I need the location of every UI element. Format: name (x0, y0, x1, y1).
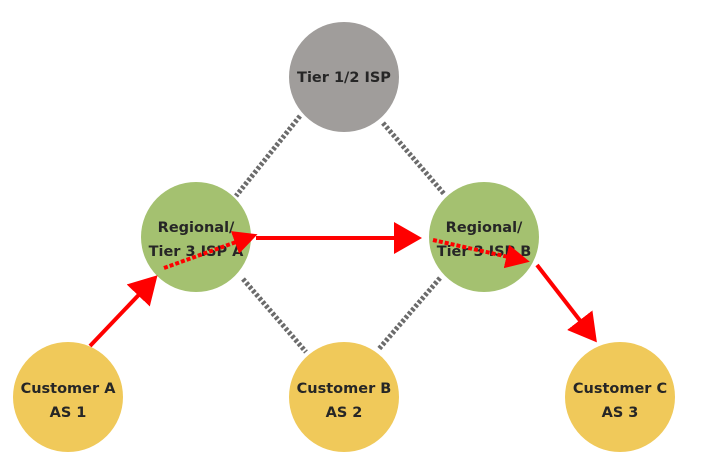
node-circle (429, 182, 539, 292)
node-tier1-isp[interactable]: Tier 1/2 ISP (289, 22, 399, 132)
node-label-line2: AS 2 (326, 405, 363, 421)
node-label-line2: Tier 3 ISP A (149, 244, 245, 260)
node-regional-isp-a[interactable]: Regional/ Tier 3 ISP A (141, 182, 251, 292)
route-dotted-arrow-through-regionalA (163, 231, 258, 270)
route-path (88, 222, 597, 348)
node-label: Tier 1/2 ISP (297, 70, 391, 86)
link-regionalB-customerB (376, 276, 442, 352)
node-label-line2: AS 3 (602, 405, 639, 421)
route-dotted-arrow-through-regionalB (432, 238, 530, 269)
node-customer-a[interactable]: Customer A AS 1 (13, 342, 123, 452)
link-regionalA-customerB (241, 277, 308, 354)
node-label-line1: Customer B (297, 381, 392, 397)
node-label-line1: Regional/ (446, 220, 523, 236)
node-label-line1: Customer C (573, 381, 667, 397)
link-tier1-regionalA (234, 114, 302, 198)
node-customer-b[interactable]: Customer B AS 2 (289, 342, 399, 452)
peering-links (234, 114, 447, 354)
link-tier1-regionalB (381, 121, 447, 197)
node-customer-c[interactable]: Customer C AS 3 (565, 342, 675, 452)
node-label-line1: Regional/ (158, 220, 235, 236)
node-circle (141, 182, 251, 292)
node-circle (13, 342, 123, 452)
node-label-line2: AS 1 (50, 405, 87, 421)
route-arrow-customerA-to-regionalA (88, 275, 158, 348)
node-circle (565, 342, 675, 452)
node-circle (289, 22, 399, 132)
node-regional-isp-b[interactable]: Regional/ Tier 3 ISP B (429, 182, 539, 292)
route-arrow-regionalB-to-customerC (535, 263, 597, 343)
node-circle (289, 342, 399, 452)
node-label-line1: Customer A (21, 381, 117, 397)
